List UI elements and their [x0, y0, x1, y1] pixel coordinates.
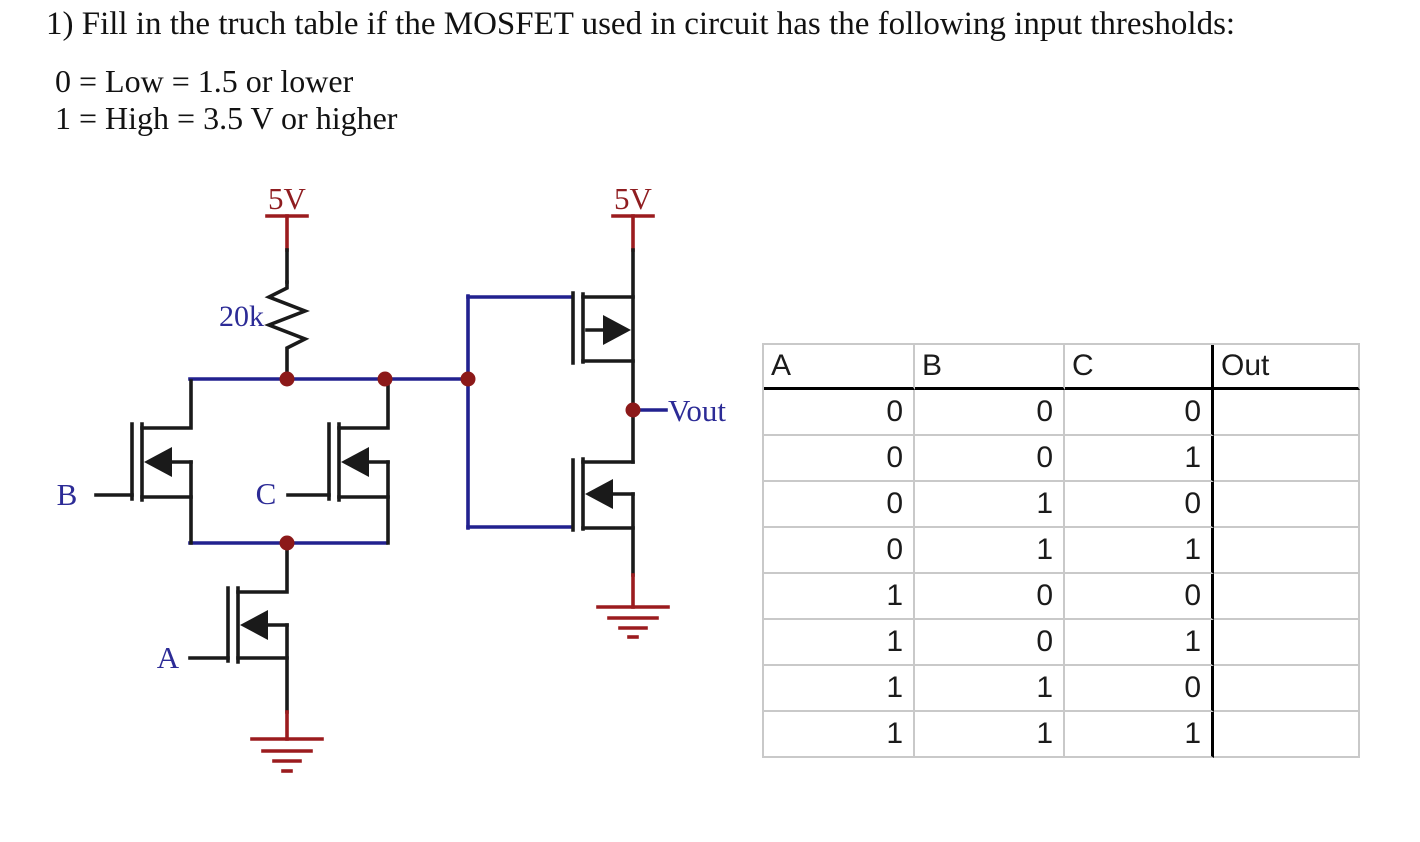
out-answer-cell[interactable]	[1214, 712, 1360, 758]
out-answer-cell[interactable]	[1214, 390, 1360, 436]
cell-b: 1	[915, 712, 1065, 758]
out-answer-cell[interactable]	[1214, 436, 1360, 482]
ground-right-symbol	[596, 573, 670, 639]
truth-table-header-c: C	[1065, 345, 1214, 390]
net-wires	[188, 294, 668, 545]
cell-b: 0	[915, 390, 1065, 436]
inverter-pmos	[571, 248, 635, 412]
inverter-nmos	[571, 408, 635, 577]
cell-b: 1	[915, 482, 1065, 528]
out-answer-cell[interactable]	[1214, 620, 1360, 666]
input-a-label: A	[157, 640, 180, 675]
cell-c: 0	[1065, 666, 1214, 712]
out-answer-cell[interactable]	[1214, 666, 1360, 712]
threshold-low-definition: 0 = Low = 1.5 or lower	[55, 63, 354, 99]
transistor-b: B	[57, 379, 193, 545]
cell-a: 1	[764, 666, 915, 712]
supply-right-symbol: 5V	[611, 181, 655, 252]
cell-b: 0	[915, 436, 1065, 482]
cell-b: 0	[915, 620, 1065, 666]
truth-table-header-a: A	[764, 345, 915, 390]
cell-a: 0	[764, 528, 915, 574]
supply-left-label: 5V	[268, 181, 307, 216]
cell-a: 0	[764, 390, 915, 436]
input-b-label: B	[57, 477, 78, 512]
cell-b: 0	[915, 574, 1065, 620]
supply-left-symbol: 5V	[265, 181, 309, 252]
resistor-20k: 20k	[219, 248, 310, 381]
cell-a: 0	[764, 482, 915, 528]
cell-c: 0	[1065, 482, 1214, 528]
supply-right-label: 5V	[614, 181, 653, 216]
truth-table-header-b: B	[915, 345, 1065, 390]
cell-a: 1	[764, 574, 915, 620]
transistor-c: C	[256, 379, 390, 545]
question-title: 1) Fill in the truch table if the MOSFET…	[46, 6, 1236, 42]
truth-table: A B C Out 0 0 0 0 0 1 0 1 0 0 1 1 1 0 0 …	[762, 343, 1360, 758]
resistor-label: 20k	[219, 300, 264, 333]
cell-c: 1	[1065, 436, 1214, 482]
truth-table-header-out: Out	[1214, 345, 1360, 390]
mosfet-circuit-diagram: 5V 20k B C	[57, 181, 726, 773]
input-c-label: C	[256, 476, 277, 511]
cell-a: 1	[764, 712, 915, 758]
threshold-high-definition: 1 = High = 3.5 V or higher	[55, 100, 398, 136]
out-answer-cell[interactable]	[1214, 574, 1360, 620]
transistor-a: A	[157, 543, 289, 714]
cell-c: 1	[1065, 528, 1214, 574]
cell-c: 0	[1065, 390, 1214, 436]
junction-dots	[279, 371, 641, 551]
out-answer-cell[interactable]	[1214, 482, 1360, 528]
cell-c: 1	[1065, 712, 1214, 758]
cell-c: 1	[1065, 620, 1214, 666]
cell-b: 1	[915, 666, 1065, 712]
vout-label: Vout	[668, 393, 726, 428]
cell-a: 1	[764, 620, 915, 666]
cell-c: 0	[1065, 574, 1214, 620]
out-answer-cell[interactable]	[1214, 528, 1360, 574]
ground-left-symbol	[250, 710, 324, 773]
cell-b: 1	[915, 528, 1065, 574]
cell-a: 0	[764, 436, 915, 482]
